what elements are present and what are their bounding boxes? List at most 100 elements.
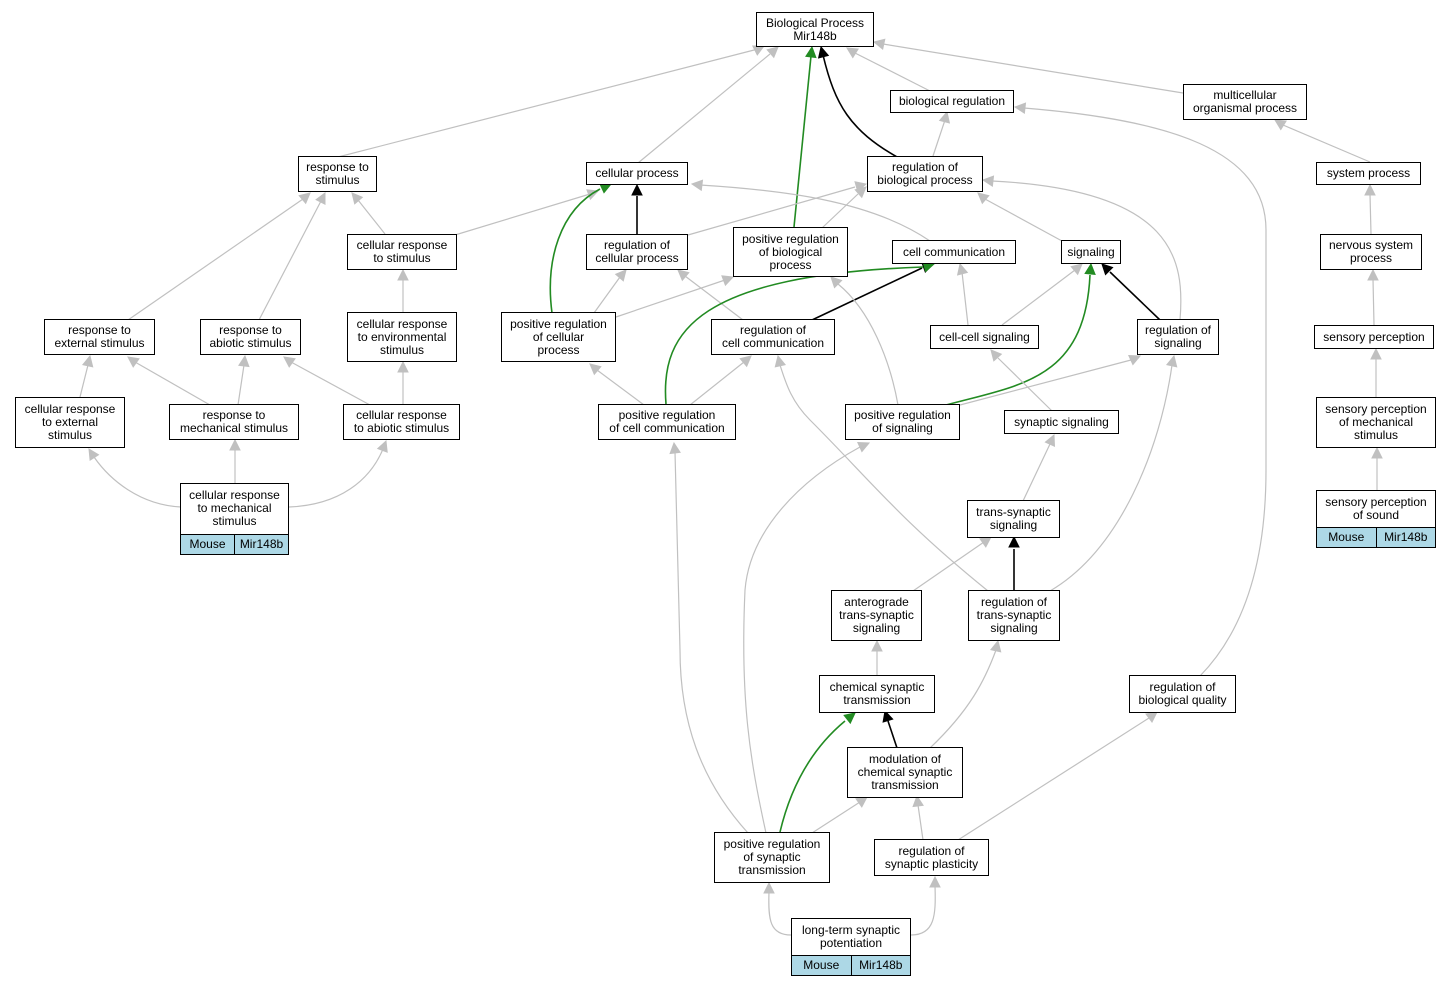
arrowhead — [912, 794, 924, 808]
node-label-line: abiotic stimulus — [209, 336, 292, 350]
arrowhead — [1370, 347, 1382, 360]
edge-positive-regulation-of-signaling-to-regulation-of-signaling — [959, 354, 1142, 406]
node-signaling[interactable]: signaling — [1061, 240, 1121, 264]
node-label-line: stimulus — [47, 428, 92, 442]
arrowhead — [938, 110, 951, 124]
node-label-line: Mir148b — [793, 28, 837, 43]
arrowhead — [81, 354, 94, 368]
edge-positive-regulation-of-synaptic-transmission-to-chemical-synaptic-transmission — [779, 712, 856, 833]
edge-long-term-synaptic-potentiation-to-positive-regulation-of-synaptic-transmission — [763, 881, 792, 936]
arrowhead — [929, 875, 941, 888]
node-system-process[interactable]: system process — [1316, 162, 1421, 185]
node-label-line: regulation of — [603, 238, 671, 252]
edge-modulation-of-chemical-synaptic-transmission-to-regulation-of-trans-synaptic-signaling — [929, 639, 1002, 749]
arrowhead — [397, 268, 409, 281]
node-label-line: chemical synaptic — [857, 765, 953, 779]
node-label-line: positive regulation — [723, 837, 821, 851]
arrowhead — [805, 45, 817, 59]
node-label-line: of signaling — [872, 421, 933, 435]
edge-positive-regulation-of-signaling-to-positive-regulation-of-biological-process — [830, 276, 899, 406]
node-label-line: mechanical stimulus — [179, 421, 289, 435]
edge-multicellular-organismal-process-to-root — [872, 38, 1184, 94]
node-label-line: system process — [1326, 166, 1411, 180]
node-label-line: process — [537, 342, 580, 357]
arrowhead — [956, 262, 969, 276]
arrowhead — [1084, 262, 1096, 275]
edge-sensory-perception-to-nervous-system-process — [1367, 268, 1379, 326]
node-label-line: signaling — [1154, 336, 1202, 350]
node-label-line: to external — [41, 415, 99, 429]
node-cell-communication[interactable]: cell communication — [892, 240, 1016, 264]
edge-trans-synaptic-signaling-to-synaptic-signaling — [1022, 433, 1056, 502]
node-label-line: synaptic signaling — [1014, 414, 1109, 429]
node-label-line: cellular response — [189, 488, 280, 502]
node-sensory-perception[interactable]: sensory perception — [1314, 325, 1434, 349]
node-label-line: stimulus — [1353, 428, 1398, 442]
node-label-line: synaptic plasticity — [884, 856, 979, 871]
edge-regulation-of-biological-process-to-biological-regulation — [932, 110, 951, 157]
node-label-line: to stimulus — [373, 251, 431, 265]
edge-response-to-external-stimulus-to-response-to-stimulus — [127, 192, 311, 321]
edge-positive-regulation-of-synaptic-transmission-to-modulation-of-chemical-synaptic-transmission — [811, 796, 868, 834]
node-label-line: of sound — [1352, 508, 1400, 522]
node-label-line: transmission — [871, 778, 939, 792]
node-label-line: Biological Process — [765, 15, 865, 30]
edge-cell-communication-to-cellular-process — [690, 179, 931, 242]
node-cellular-process[interactable]: cellular process — [586, 162, 688, 185]
node-label-line: regulation of — [891, 160, 959, 174]
node-cell-cell-signaling[interactable]: cell-cell signaling — [930, 325, 1039, 349]
annotation-gene-cell: Mir148b — [851, 955, 911, 976]
edge-positive-regulation-of-biological-process-to-root — [793, 45, 817, 228]
arrowhead — [677, 269, 690, 282]
arrowhead — [763, 881, 775, 894]
arrowhead — [1274, 119, 1287, 131]
arrowhead — [397, 360, 409, 373]
edge-cellular-response-to-abiotic-stimulus-to-cellular-response-to-environmental-stimulus — [397, 360, 409, 404]
node-biological-regulation[interactable]: biological regulation — [890, 90, 1014, 113]
node-label-line: positive regulation — [742, 231, 839, 246]
node-synaptic-signaling[interactable]: synaptic signaling — [1004, 410, 1119, 434]
arrowhead — [766, 46, 779, 59]
edge-positive-regulation-of-biological-process-to-regulation-of-biological-process — [821, 186, 867, 229]
node-label-line: process — [1349, 251, 1393, 265]
node-label-line: long-term synaptic — [801, 923, 901, 937]
arrowhead — [614, 269, 627, 282]
arrowhead — [817, 45, 830, 59]
node-label-line: cell-cell signaling — [939, 329, 1030, 344]
arrowhead — [315, 191, 326, 206]
arrowhead — [857, 441, 871, 453]
